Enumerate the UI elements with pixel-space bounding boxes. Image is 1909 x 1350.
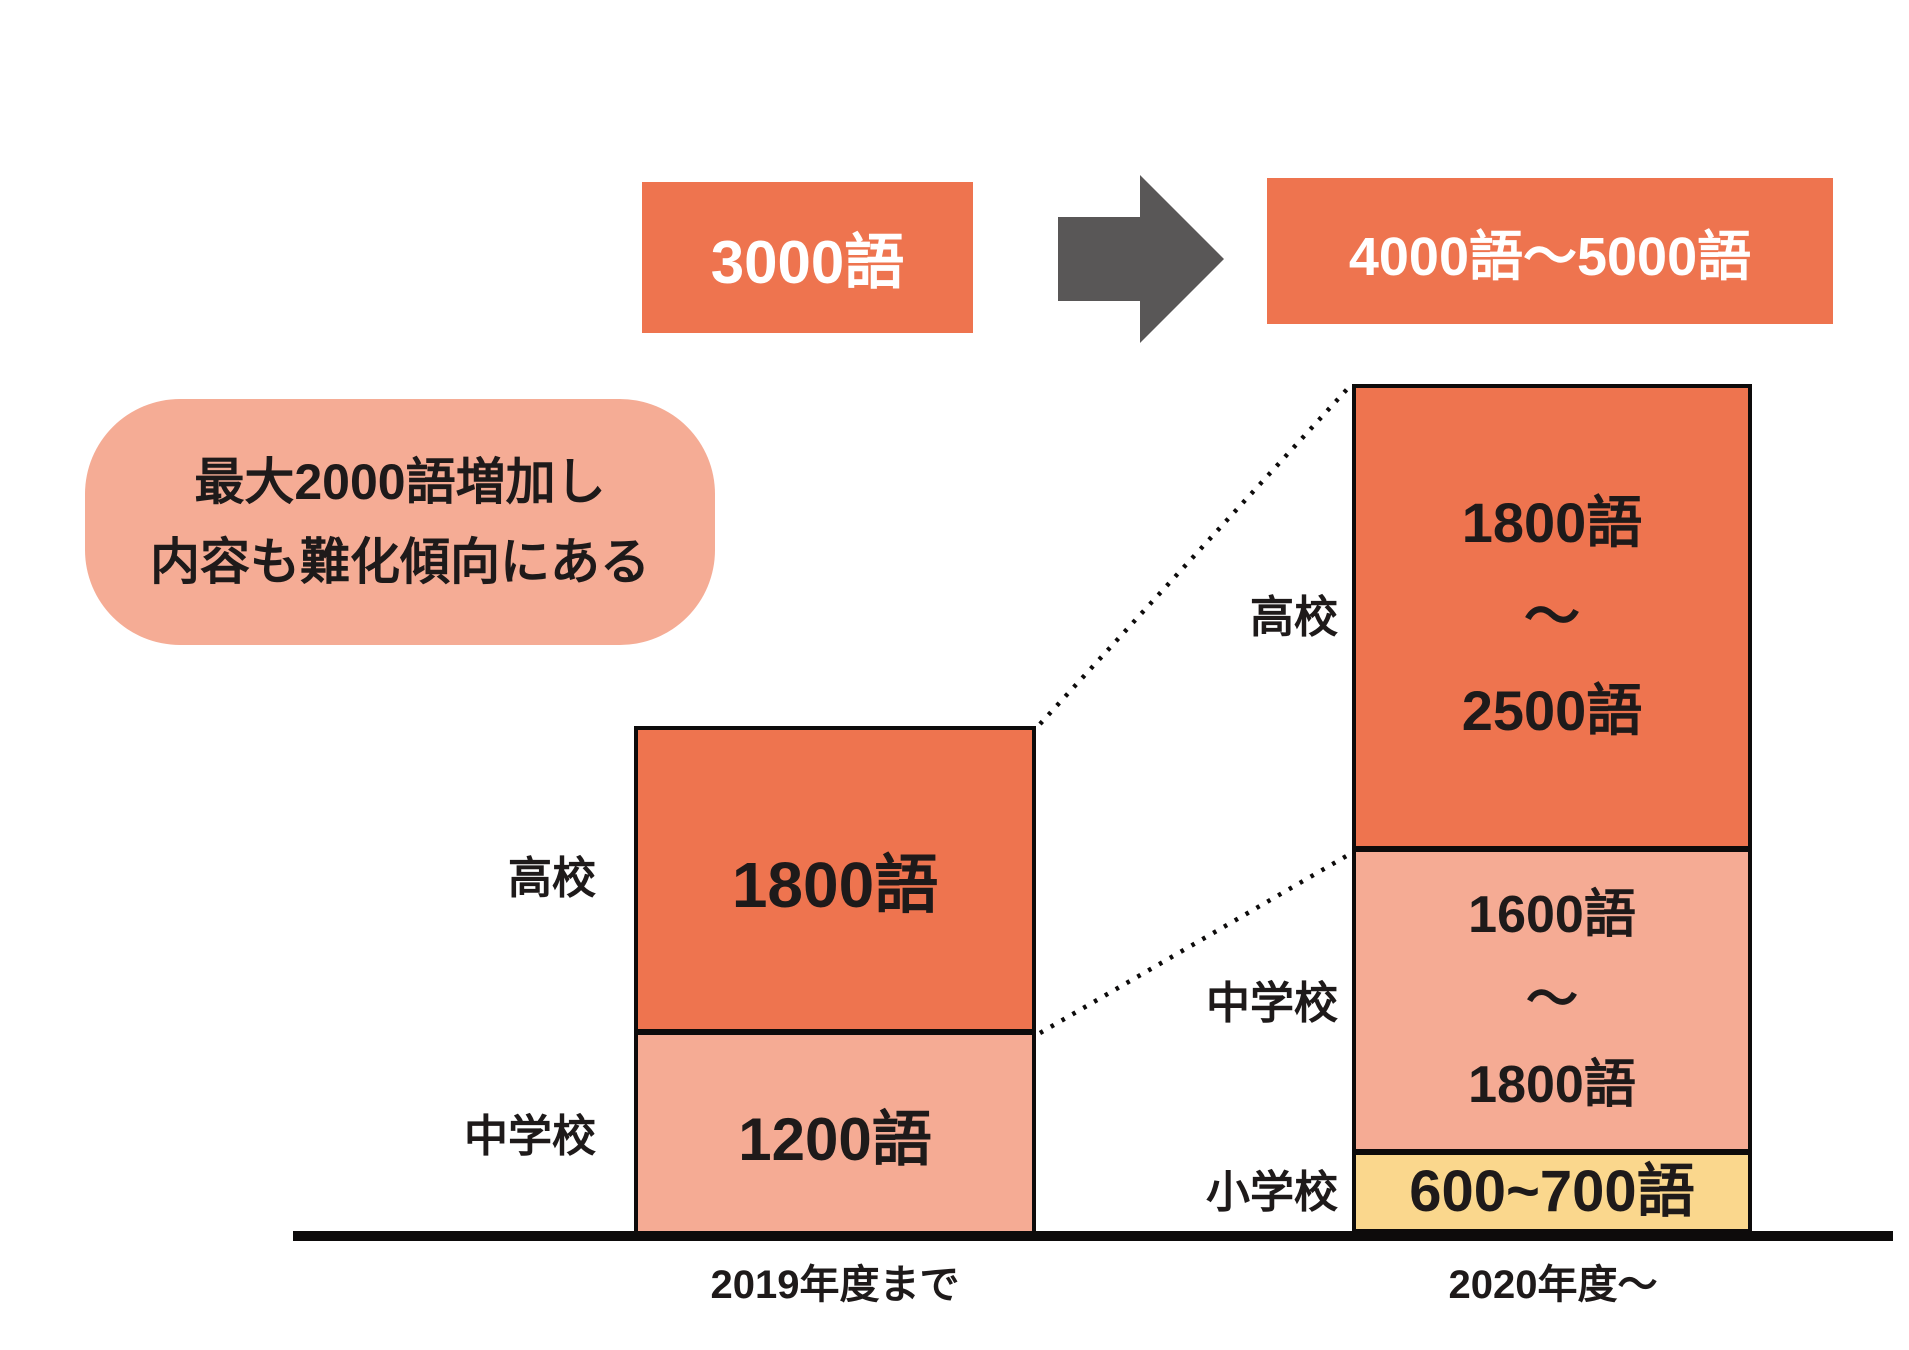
before-total-box: 3000語 [642,182,973,333]
after-total-box: 4000語〜5000語 [1267,178,1833,324]
label-2020-elementary: 小学校 [1206,1168,1338,1217]
bar-2020-elementary-value: 600~700語 [1409,1159,1695,1224]
label-2020-juniorhigh: 中学校 [1206,979,1338,1028]
bar-2020-juniorhigh-segment: 1600語 〜 1800語 [1352,852,1752,1155]
label-2019-juniorhigh: 中学校 [464,1112,596,1161]
label-2020-highschool: 高校 [1250,593,1338,642]
bar-2020-juniorhigh-tilde: 〜 [1525,971,1578,1029]
after-total-label: 4000語〜5000語 [1348,226,1752,287]
connector-line-top [1038,384,1352,726]
bar-2020-elementary-segment: 600~700語 [1352,1155,1752,1233]
callout-line-1: 最大2000語増加し [194,454,606,510]
bar-2020-highschool-value-max: 2500語 [1461,679,1643,742]
bar-2019-highschool-value: 1800語 [731,848,939,921]
bar-2020-juniorhigh-value-max: 1800語 [1468,1056,1636,1114]
bar-2019-juniorhigh-value: 1200語 [738,1105,932,1173]
right-arrow-icon [1058,175,1224,343]
bar-2020-highschool-tilde: 〜 [1524,585,1580,648]
bar-2020-highschool-value-min: 1800語 [1461,491,1643,554]
bar-2019-juniorhigh-segment: 1200語 [634,1035,1036,1233]
callout-line-2: 内容も難化傾向にある [150,534,650,590]
before-total-label: 3000語 [710,229,905,296]
bar-2020-juniorhigh-value-min: 1600語 [1468,886,1636,944]
bar-2019-highschool-segment: 1800語 [634,726,1036,1035]
axis-label-2019: 2019年度まで [710,1263,960,1307]
bar-2020-highschool-segment: 1800語 〜 2500語 [1352,384,1752,852]
arrow-container [1052,172,1230,346]
axis-label-2020: 2020年度〜 [1448,1263,1658,1307]
callout-bubble: 最大2000語増加し 内容も難化傾向にある [85,399,715,645]
label-2019-highschool: 高校 [508,854,596,903]
x-axis-line [293,1231,1893,1241]
